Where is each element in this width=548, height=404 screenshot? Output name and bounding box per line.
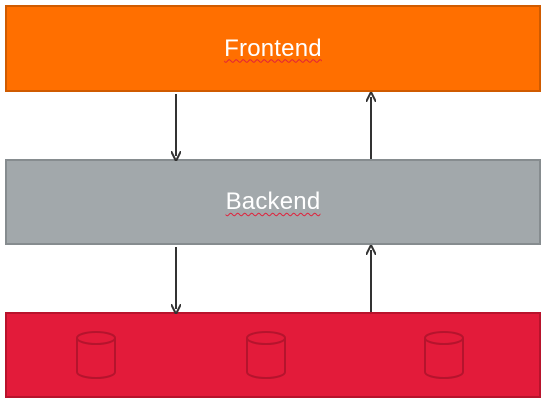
frontend-layer: Frontend [5,5,541,92]
backend-layer: Backend [5,159,541,245]
backend-label: Backend [225,188,321,215]
database-layer [5,312,541,398]
frontend-label: Frontend [224,34,322,62]
